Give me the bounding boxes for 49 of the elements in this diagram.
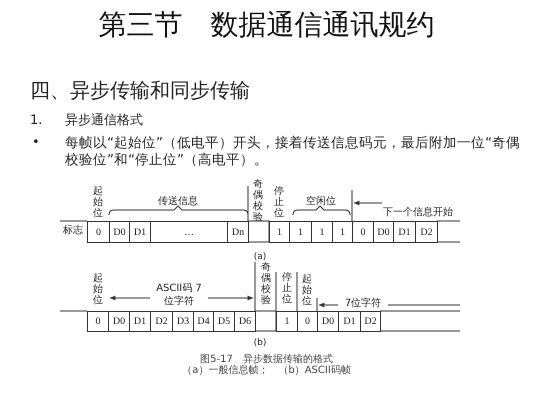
bit-cell: 1 [332, 221, 353, 243]
bit-cell: 1 [276, 311, 298, 332]
vertical-label: 起始位 [93, 186, 103, 219]
bit-cell: Dn [227, 221, 249, 243]
bit-cell: 0 [87, 311, 109, 332]
vertical-label: 起始位 [302, 274, 312, 307]
section-heading: 四、异步传输和同步传输 [30, 78, 251, 103]
bit-cell: D0 [317, 311, 339, 332]
bit-cell: D5 [213, 311, 235, 332]
bit-cell: D4 [193, 311, 214, 332]
bit-cell: D1 [129, 311, 151, 332]
bit-cell: 0 [297, 311, 318, 332]
bit-cell: 0 [87, 221, 110, 243]
bit-cell: 1 [269, 221, 290, 243]
vertical-label: 奇偶校验 [261, 262, 271, 306]
figure-caption: 图5-17 异步数据传输的格式 [199, 352, 334, 365]
vertical-label: 奇偶校验 [253, 179, 263, 223]
bit-cell: D2 [360, 311, 381, 332]
vertical-label: 起始位 [93, 273, 103, 306]
caption-subtitle: （a）一般信息帧； （b）ASCII码帧 [181, 365, 352, 378]
bit-cell: 0 [352, 221, 374, 243]
bullet: • [32, 135, 41, 152]
frame-label: ASCII码 7位字符 [155, 283, 203, 308]
list-number: 1. [30, 113, 44, 130]
bit-cell: D0 [109, 221, 130, 243]
bit-cell: D0 [373, 221, 394, 243]
bit-cell: D1 [393, 221, 416, 243]
bit-cell: D1 [129, 221, 151, 243]
frame-label: 空闲位 [305, 196, 337, 208]
vertical-label: 停止位 [274, 186, 284, 219]
bit-cell: D0 [108, 311, 130, 332]
bit-cell: D1 [338, 311, 361, 332]
bit-cell: 1 [289, 221, 312, 243]
bit-cell: D2 [150, 311, 173, 332]
bit-cell: D3 [172, 311, 194, 332]
frame-label: 7位字符 [344, 298, 382, 310]
slide-title: 第三节 数据通信通讯规约 [98, 9, 436, 43]
vertical-label: 停止位 [282, 272, 292, 305]
figure-label: (a) [252, 252, 268, 262]
paragraph: 每帧以“起始位”（低电平）开头，接着传送信息码元，最后附加一位“奇偶校验位”和“停止位”（高电平）。 [65, 135, 521, 169]
bit-cell: D2 [415, 221, 438, 243]
bit-cell: 1 [311, 221, 333, 243]
bit-cell: D6 [234, 311, 256, 332]
frame-label: 传送信息 [157, 196, 199, 208]
subheading: 异步通信格式 [65, 113, 144, 130]
bit-cell: … [150, 221, 228, 243]
flag-label: 标志 [62, 225, 84, 238]
figure-label: (b) [252, 338, 268, 350]
frame-label: 下一个信息开始 [382, 207, 454, 220]
